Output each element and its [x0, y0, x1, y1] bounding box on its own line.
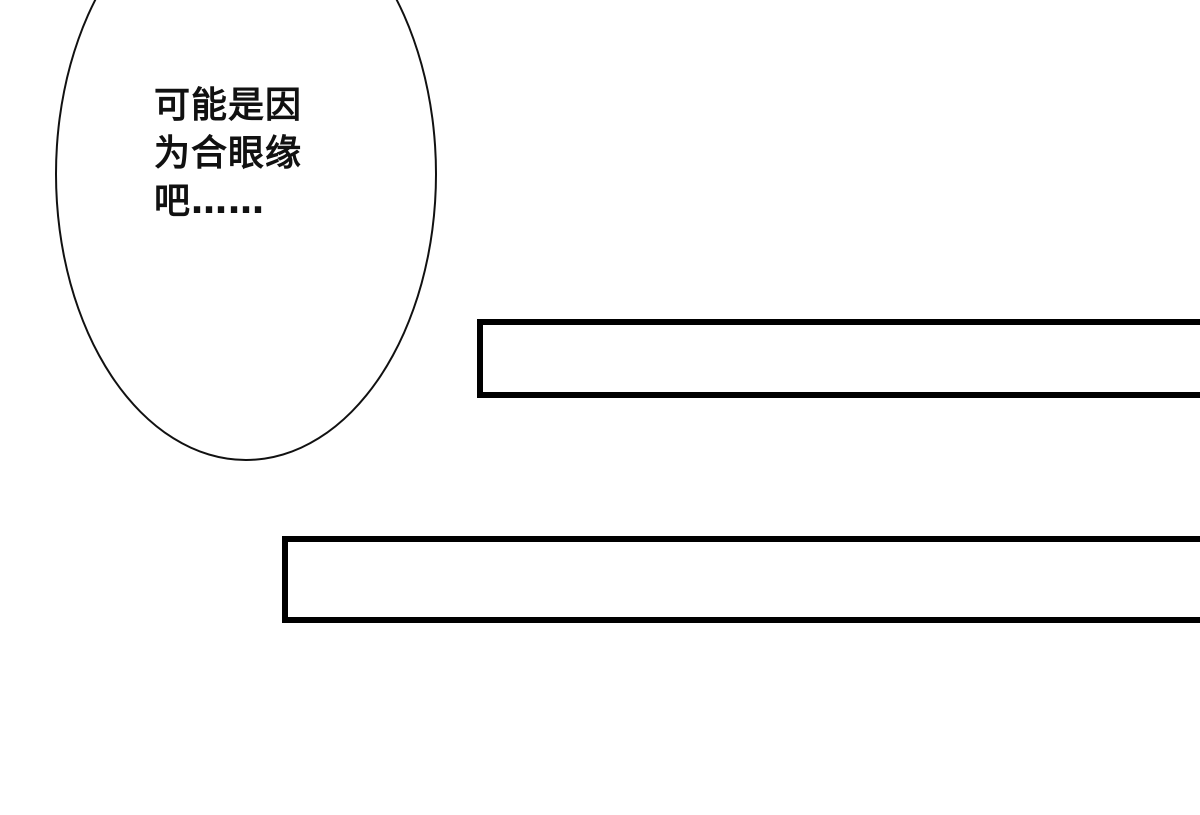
speech-line-1: 可能是因 [154, 85, 303, 126]
speech-line-3: 吧…… [154, 181, 266, 222]
speech-bubble-text: 可能是因 为合眼缘 吧…… [154, 82, 334, 226]
caption-box-lower [282, 536, 1200, 623]
speech-line-2: 为合眼缘 [154, 133, 303, 174]
caption-box-upper [477, 319, 1200, 398]
speech-bubble [55, 0, 437, 461]
